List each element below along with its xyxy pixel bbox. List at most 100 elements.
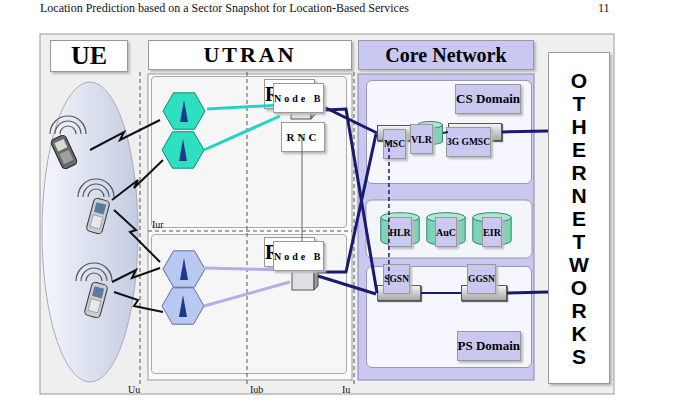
page-header: Location Prediction based on a Sector Sn… — [40, 1, 409, 16]
iu-link — [325, 108, 377, 134]
node-label: HLR — [388, 217, 412, 247]
switch-unit: 3G GMSC — [448, 123, 502, 141]
node-label: PS Domain — [457, 331, 521, 361]
server-top — [291, 86, 315, 91]
radio-link — [114, 210, 160, 262]
database-node: EIR — [472, 212, 512, 246]
interface-divider — [354, 72, 355, 384]
phone-screen — [94, 202, 106, 214]
node-b-cell — [162, 288, 204, 324]
node-label: RNC — [281, 122, 325, 152]
node-b-cell — [162, 132, 204, 168]
server-side — [311, 86, 315, 119]
utran-area — [148, 74, 352, 380]
phone-keypad — [59, 150, 73, 164]
radio-link — [112, 160, 163, 200]
mobile-phone — [86, 198, 110, 235]
core-area — [358, 74, 534, 380]
ue-header: UE — [50, 40, 128, 72]
node-label: CS Domain — [455, 84, 521, 114]
node-b: Node B — [161, 81, 207, 131]
interface-divider — [140, 72, 141, 384]
node-b: Node B — [161, 239, 207, 289]
ue-ellipse — [42, 82, 138, 382]
antenna-symbol — [179, 295, 187, 317]
radio-link — [90, 120, 160, 150]
iur-link — [302, 134, 303, 252]
core-link — [443, 132, 448, 133]
database-node: HLR — [380, 212, 420, 246]
page-number: 11 — [598, 1, 610, 16]
node-b-cell — [161, 249, 207, 289]
node-label: EIR — [482, 217, 502, 247]
signalling-link — [388, 141, 390, 285]
switch-unit: GGSN — [461, 285, 507, 301]
server-slot — [293, 103, 309, 104]
antenna-symbol — [179, 139, 187, 161]
network-box: OTHER NETWORKS — [548, 52, 610, 384]
phone-screen — [54, 139, 67, 151]
phone-screen — [92, 286, 104, 298]
node-label: MSC — [383, 129, 406, 159]
interface-label: Iub — [250, 384, 263, 395]
iu-link — [318, 134, 376, 272]
server-front — [291, 91, 311, 119]
server-top — [292, 252, 318, 256]
signal-waves — [50, 116, 86, 134]
rnc-server — [292, 252, 318, 290]
domain-box: CS DomainMSCVLR 3G GMSC — [366, 80, 532, 184]
rns-divider — [148, 231, 352, 232]
radio-link — [112, 268, 160, 282]
domain-box: PS Domain SGSN GGSN — [366, 266, 532, 368]
database-box — [366, 200, 532, 258]
node-label: Core Network — [358, 40, 534, 70]
signal-waves — [76, 263, 112, 281]
phone-body — [86, 198, 110, 235]
switch-unit: SGSN — [377, 285, 421, 301]
antenna-symbol — [180, 100, 188, 122]
interface-label: Iu — [342, 384, 350, 395]
iub-link — [204, 268, 290, 270]
core-link — [421, 292, 461, 294]
phone-body — [50, 134, 78, 170]
node-label: UE — [71, 41, 107, 71]
interface-label: Iur — [152, 219, 164, 230]
antenna-symbol — [180, 258, 188, 280]
external-link — [502, 130, 548, 134]
database-node: AuC — [426, 212, 466, 246]
mobile-phone — [50, 134, 78, 170]
phone-keypad — [88, 299, 101, 313]
interface-label: Uu — [128, 384, 140, 395]
server-slot — [294, 262, 312, 263]
iub-link — [207, 105, 281, 109]
hexagon-cell — [163, 93, 205, 129]
rns-box: RNSNode B — [151, 234, 347, 374]
external-link — [507, 291, 548, 295]
node-label: AuC — [435, 217, 457, 247]
node-label: 3G GMSC — [446, 127, 491, 157]
server-slot — [294, 268, 312, 269]
node-b-cell — [161, 91, 207, 131]
signal-waves — [78, 179, 114, 197]
node-label: VLR — [410, 124, 433, 154]
node-label: UTRAN — [148, 40, 352, 70]
server-side — [314, 252, 318, 290]
mobile-phone — [84, 282, 108, 319]
iu-link — [325, 109, 377, 293]
phone-keypad — [90, 215, 103, 229]
iu-link — [318, 276, 376, 294]
phone-body — [84, 282, 108, 319]
node-label: Node B — [273, 83, 324, 113]
interface-divider — [247, 72, 248, 384]
iub-link — [204, 282, 290, 306]
utran-region: UTRANRNSNode BRNCRNSNode B — [148, 40, 352, 380]
radio-link — [114, 292, 163, 312]
node-label: SGSN — [383, 264, 410, 294]
hexagon-cell — [163, 251, 205, 287]
node-label: OTHER NETWORKS — [566, 69, 592, 368]
iub-link — [204, 116, 280, 150]
server-slot — [293, 97, 309, 98]
rns-box: RNSNode BRNC — [151, 76, 347, 228]
